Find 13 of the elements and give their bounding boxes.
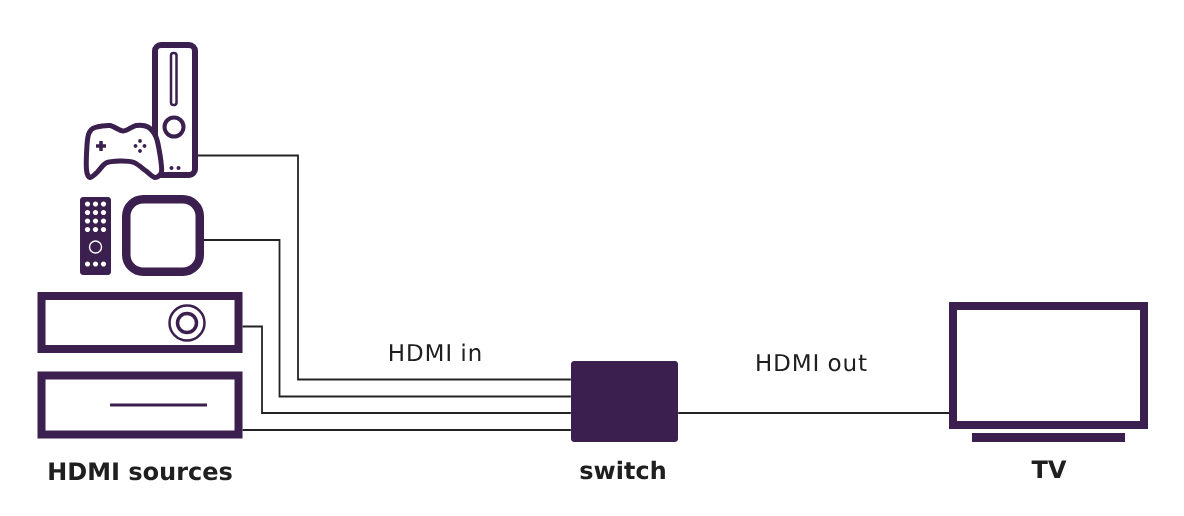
set-top-box-icon bbox=[37, 371, 243, 439]
device-label: switch bbox=[580, 460, 665, 480]
cable-line bbox=[241, 429, 572, 431]
edge-label: HDMI in bbox=[385, 341, 485, 363]
cable-line bbox=[677, 412, 950, 414]
cable-line bbox=[241, 325, 572, 414]
edge-label: HDMI out bbox=[752, 352, 870, 374]
cable-line bbox=[203, 239, 572, 398]
game-console-icon bbox=[83, 42, 198, 180]
device-label: TV bbox=[1031, 460, 1067, 478]
disc-player-icon bbox=[37, 292, 243, 353]
group-label: HDMI sources bbox=[49, 462, 232, 481]
cable-line bbox=[197, 154, 572, 381]
